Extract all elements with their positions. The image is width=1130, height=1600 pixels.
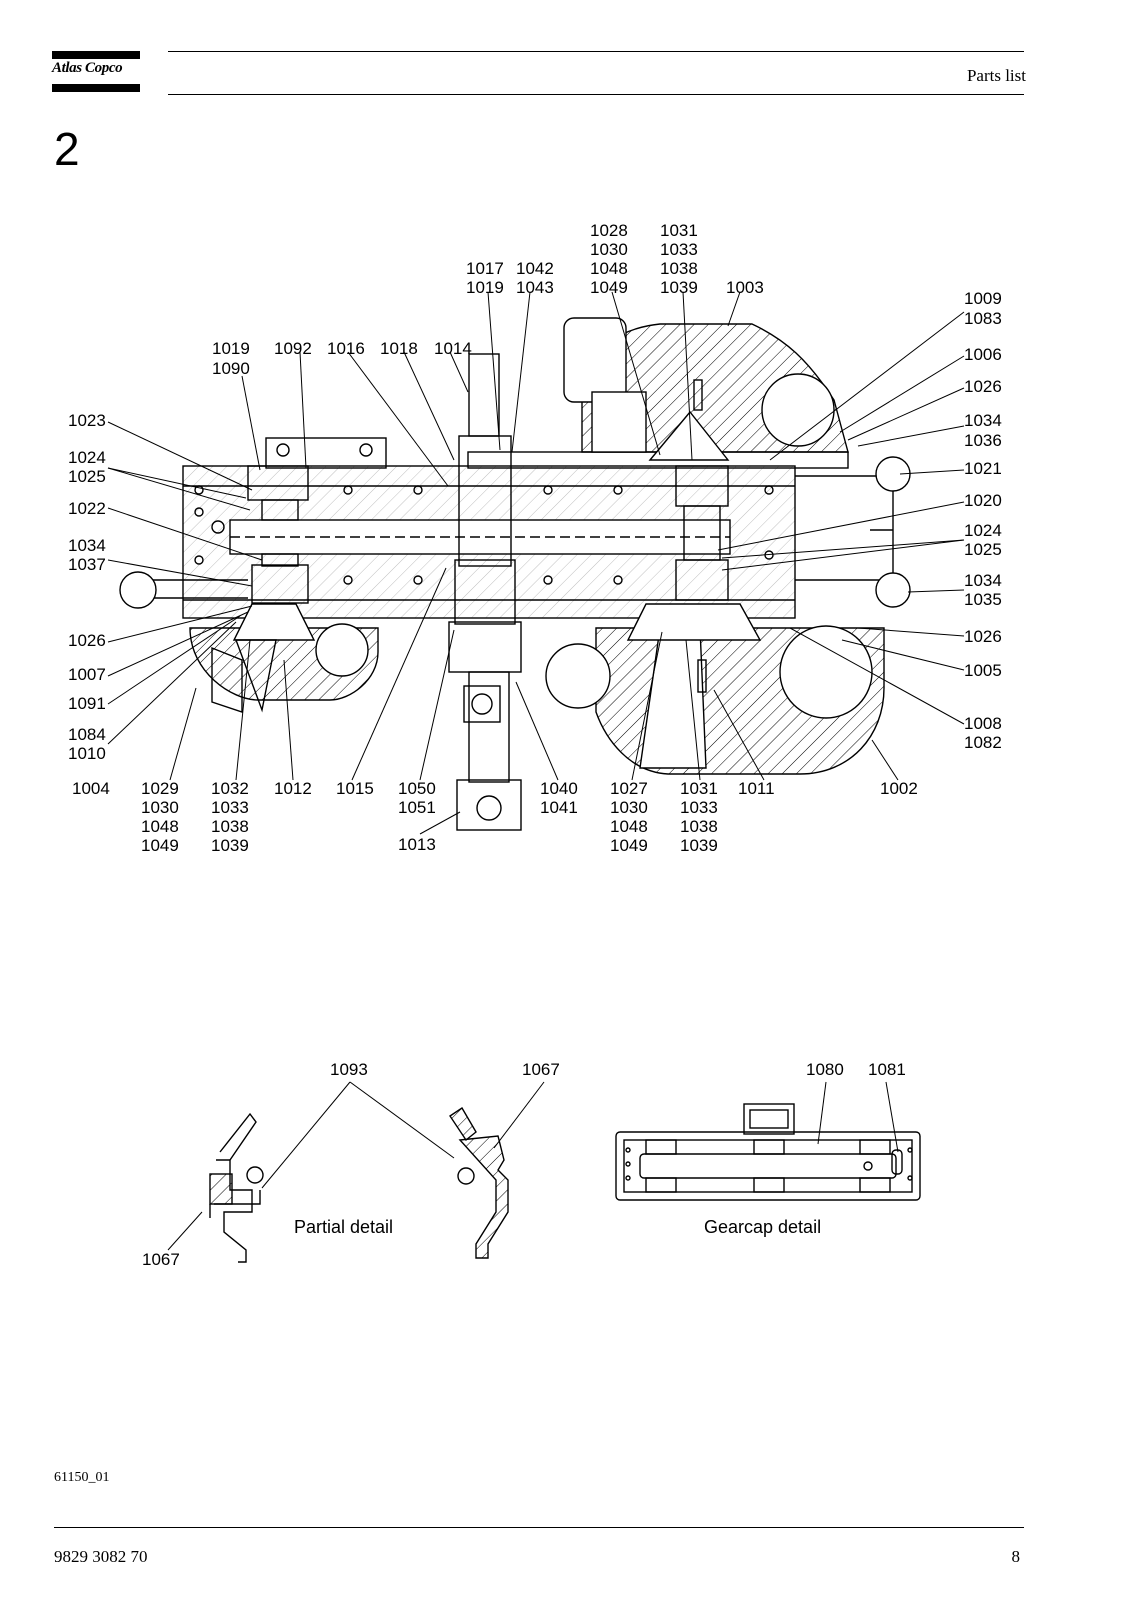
callout-label: 1042 <box>516 259 554 278</box>
callout-label: 1017 <box>466 259 504 278</box>
callout-label: 1051 <box>398 798 436 817</box>
callout-label: 1002 <box>880 779 918 798</box>
callout-label: 1081 <box>868 1060 906 1079</box>
callout-label: 1034 <box>68 536 106 555</box>
callout-label: 1039 <box>660 278 698 297</box>
callout-label: 1080 <box>806 1060 844 1079</box>
callout-label: 1067 <box>522 1060 560 1079</box>
callout-label: 1026 <box>964 377 1002 396</box>
callout-label: 1090 <box>212 359 250 378</box>
callout-label: 1034 <box>964 571 1002 590</box>
callout-label: 1029 <box>141 779 179 798</box>
partial-detail-caption: Partial detail <box>294 1217 393 1237</box>
callout-label: 1037 <box>68 555 106 574</box>
callout-label: 1025 <box>68 467 106 486</box>
header-rule-bottom <box>168 94 1024 95</box>
callout-label: 1083 <box>964 309 1002 328</box>
callout-label: 1020 <box>964 491 1002 510</box>
callout-label: 1022 <box>68 499 106 518</box>
callout-label: 1024 <box>68 448 106 467</box>
callout-label: 1030 <box>141 798 179 817</box>
callout-label: 1005 <box>964 661 1002 680</box>
callout-label: 1028 <box>590 221 628 240</box>
callout-label: 1026 <box>964 627 1002 646</box>
page-number: 8 <box>1011 1547 1021 1566</box>
callout-label: 1015 <box>336 779 374 798</box>
callout-label: 1027 <box>610 779 648 798</box>
callout-label: 1008 <box>964 714 1002 733</box>
callout-label: 1067 <box>142 1250 180 1269</box>
callout-label: 1030 <box>590 240 628 259</box>
callout-label: 1048 <box>610 817 648 836</box>
callout-label: 1048 <box>590 259 628 278</box>
callout-label: 1012 <box>274 779 312 798</box>
partial-detail-leaders <box>167 1081 545 1251</box>
gearcap-detail-drawing <box>615 1103 921 1201</box>
gearcap-detail-leaders <box>817 1081 899 1153</box>
callout-label: 1032 <box>211 779 249 798</box>
section-number: 2 <box>54 123 80 175</box>
brand-logo: Atlas Copco <box>52 60 123 76</box>
callout-label: 1049 <box>610 836 648 855</box>
callout-label: 1043 <box>516 278 554 297</box>
logo-bar-bottom <box>52 84 140 92</box>
callout-label: 1049 <box>141 836 179 855</box>
callout-label: 1092 <box>274 339 312 358</box>
callout-label: 1011 <box>738 779 775 798</box>
callout-label: 1031 <box>680 779 718 798</box>
callout-label: 1019 <box>212 339 250 358</box>
page-title: Parts list <box>966 66 1026 85</box>
main-callout-labels: 1028 1030 1048 1049 1031 1033 1038 1039 … <box>68 221 1002 855</box>
callout-label: 1035 <box>964 590 1002 609</box>
callout-label: 1026 <box>68 631 106 650</box>
callout-label: 1016 <box>327 339 365 358</box>
callout-label: 1034 <box>964 411 1002 430</box>
callout-label: 1010 <box>68 744 106 763</box>
main-leader-lines <box>107 291 965 835</box>
callout-label: 1093 <box>330 1060 368 1079</box>
callout-label: 1036 <box>964 431 1002 450</box>
header-rule-top <box>168 51 1024 52</box>
callout-label: 1021 <box>964 459 1002 478</box>
partial-detail-drawing <box>209 1107 509 1263</box>
callout-label: 1084 <box>68 725 106 744</box>
callout-label: 1040 <box>540 779 578 798</box>
callout-label: 1091 <box>68 694 106 713</box>
callout-label: 1039 <box>211 836 249 855</box>
callout-label: 1003 <box>726 278 764 297</box>
callout-label: 1038 <box>211 817 249 836</box>
callout-label: 1038 <box>660 259 698 278</box>
main-assembly-drawing <box>119 317 911 831</box>
callout-label: 1033 <box>680 798 718 817</box>
callout-label: 1041 <box>540 798 578 817</box>
callout-label: 1007 <box>68 665 106 684</box>
callout-label: 1013 <box>398 835 436 854</box>
callout-label: 1038 <box>680 817 718 836</box>
callout-label: 1024 <box>964 521 1002 540</box>
callout-label: 1018 <box>380 339 418 358</box>
document-number: 9829 3082 70 <box>54 1547 148 1566</box>
logo-bar-top <box>52 51 140 59</box>
callout-label: 1019 <box>466 278 504 297</box>
callout-label: 1004 <box>72 779 110 798</box>
callout-label: 1033 <box>211 798 249 817</box>
callout-label: 1031 <box>660 221 698 240</box>
callout-label: 1039 <box>680 836 718 855</box>
callout-label: 1050 <box>398 779 436 798</box>
callout-label: 1023 <box>68 411 106 430</box>
callout-label: 1006 <box>964 345 1002 364</box>
gearcap-detail-caption: Gearcap detail <box>704 1217 821 1237</box>
footer-rule <box>54 1527 1024 1528</box>
callout-label: 1014 <box>434 339 472 358</box>
callout-label: 1049 <box>590 278 628 297</box>
callout-label: 1033 <box>660 240 698 259</box>
callout-label: 1030 <box>610 798 648 817</box>
callout-label: 1009 <box>964 289 1002 308</box>
callout-label: 1025 <box>964 540 1002 559</box>
callout-label: 1082 <box>964 733 1002 752</box>
drawing-code: 61150_01 <box>54 1470 110 1485</box>
callout-label: 1048 <box>141 817 179 836</box>
